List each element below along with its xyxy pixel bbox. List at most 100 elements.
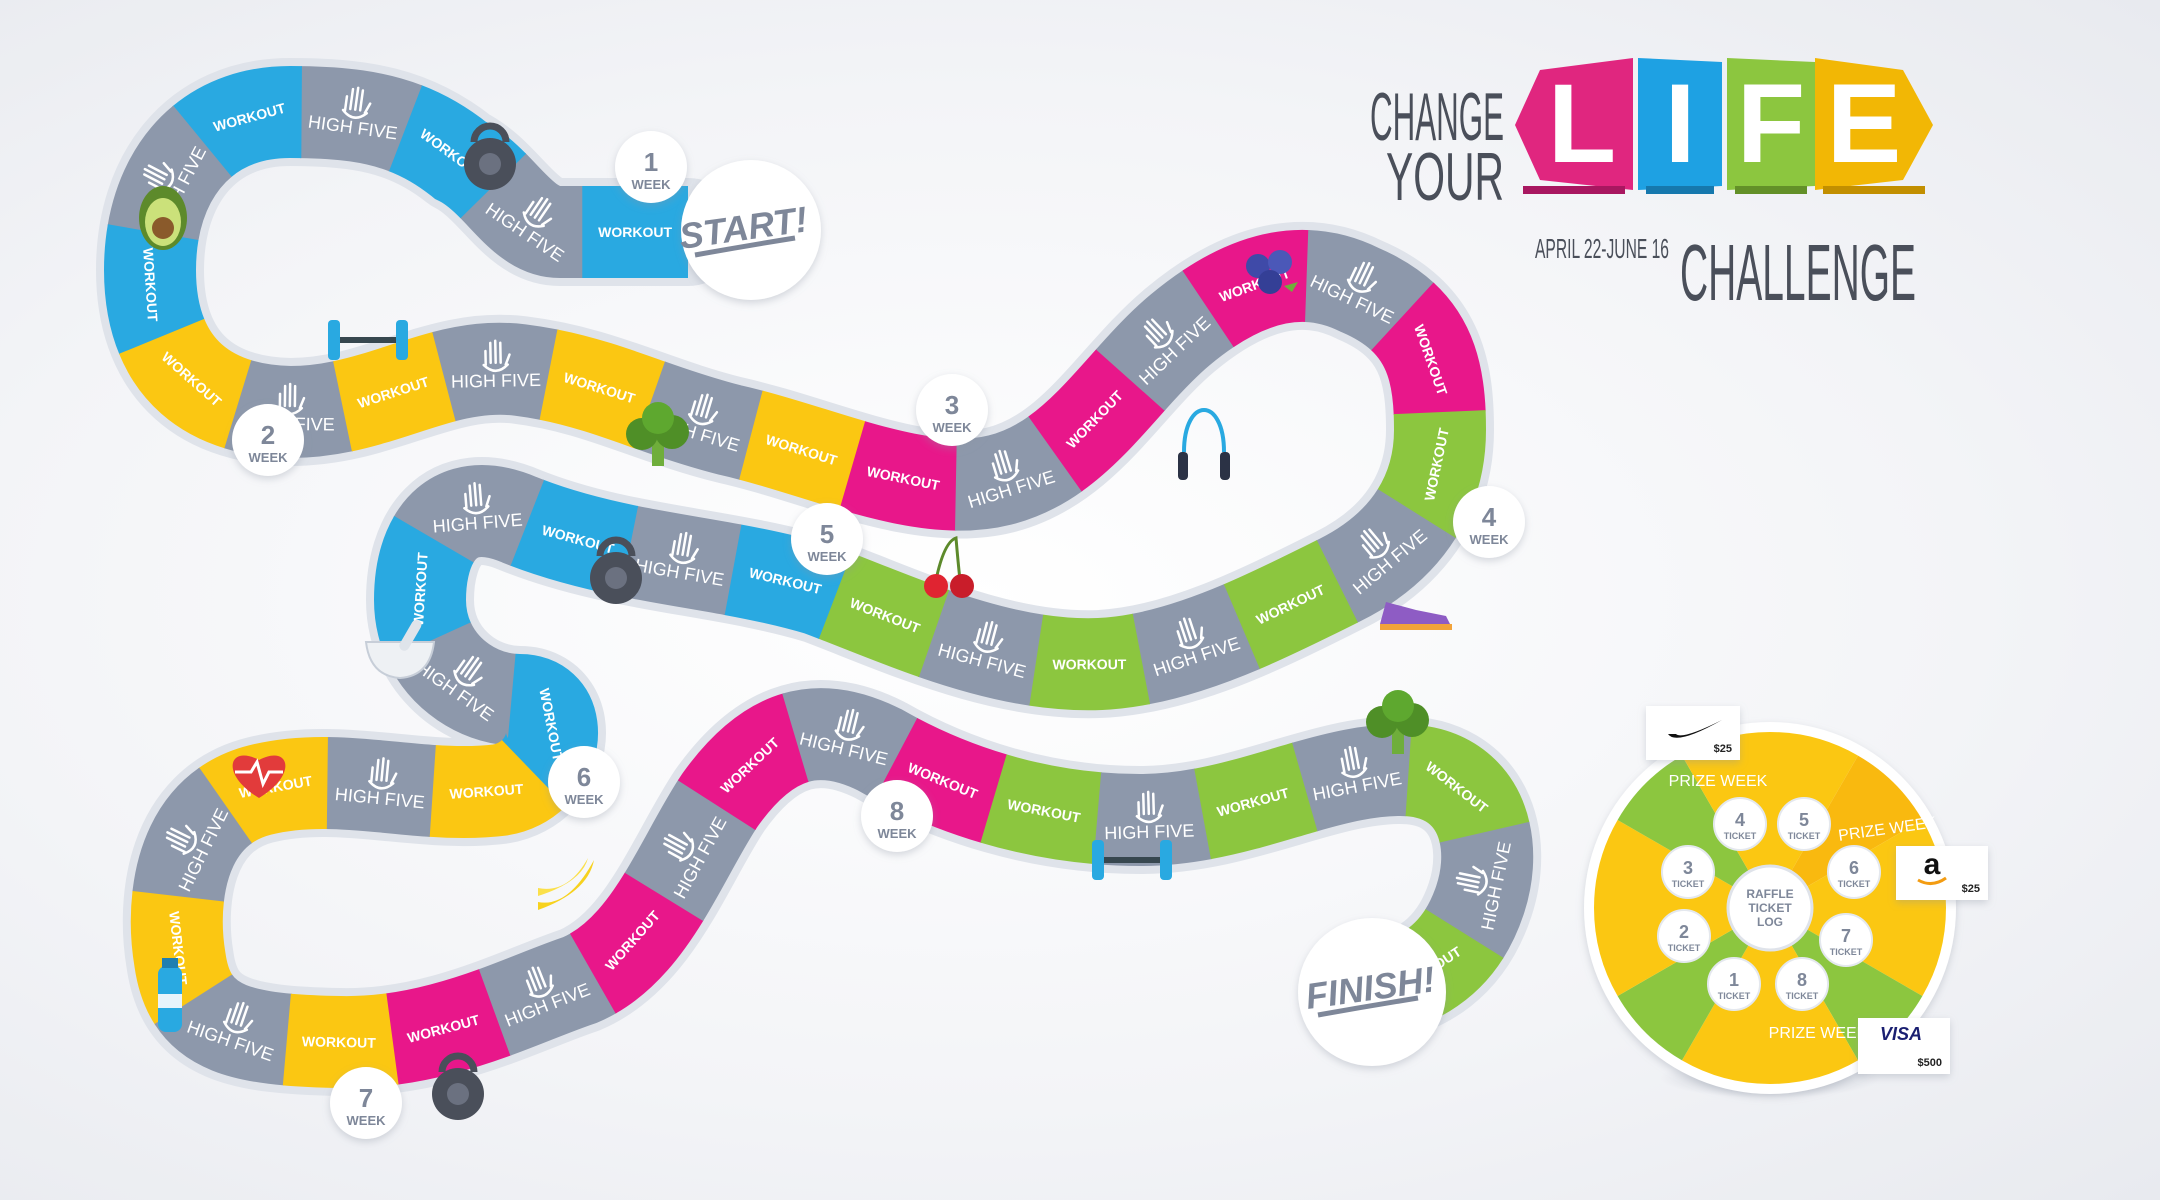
- week-label: WEEK: [249, 450, 289, 465]
- blueberries-icon: [1246, 250, 1298, 294]
- high-five-hand-icon: [143, 161, 175, 193]
- svg-text:I: I: [1664, 61, 1695, 186]
- high-five-text: HIGH FIVE: [451, 370, 541, 392]
- life-letter-f: F: [1727, 58, 1815, 194]
- svg-text:4: 4: [1735, 810, 1745, 830]
- svg-text:1: 1: [1729, 970, 1739, 990]
- track-space-10[interactable]: [103, 65, 1534, 1089]
- workout-space-label: WORKOUT: [1052, 656, 1126, 672]
- svg-text:TICKET: TICKET: [1718, 991, 1751, 1001]
- week-label: WEEK: [878, 826, 918, 841]
- week-number: 2: [261, 420, 275, 450]
- svg-text:E: E: [1827, 61, 1902, 186]
- nike-swoosh-icon: [1668, 720, 1722, 738]
- high-five-hand-icon: [669, 531, 699, 565]
- week-number: 3: [945, 390, 959, 420]
- workout-text: WORKOUT: [140, 247, 161, 322]
- week-number: 1: [644, 147, 658, 177]
- life-letter-l: L: [1515, 58, 1633, 194]
- life-letter-i: I: [1638, 58, 1722, 194]
- track-space-47[interactable]: [103, 65, 1534, 1089]
- heart-rate-icon: [232, 755, 286, 798]
- high-five-hand-icon: [368, 757, 398, 790]
- high-five-hand-icon: [525, 966, 554, 998]
- title-your: YOUR: [1386, 139, 1504, 215]
- prize-card-amazon: a$25: [1896, 846, 1988, 900]
- jump-rope-icon: [1178, 408, 1230, 480]
- high-five-hand-icon: [1360, 528, 1391, 559]
- prize-week-label: PRIZE WEEK: [1669, 773, 1768, 790]
- prize-week-label: PRIZE WEEK: [1769, 1025, 1868, 1042]
- broccoli-icon-2: [1366, 690, 1429, 754]
- high-five-hand-icon: [165, 824, 197, 855]
- workout-space-label: WORKOUT: [302, 1033, 377, 1051]
- high-five-space-label: HIGH FIVE: [451, 339, 541, 392]
- workout-text: WORKOUT: [598, 224, 672, 240]
- high-five-hand-icon: [522, 196, 553, 228]
- svg-text:LOG: LOG: [1757, 915, 1783, 929]
- svg-text:6: 6: [1849, 858, 1859, 878]
- water-bottle-icon: [158, 958, 182, 1032]
- high-five-hand-icon: [453, 655, 483, 687]
- week-number: 7: [359, 1083, 373, 1113]
- week-label: WEEK: [808, 549, 848, 564]
- high-five-hand-icon: [973, 620, 1004, 653]
- svg-text:TICKET: TICKET: [1788, 831, 1821, 841]
- week-label: WEEK: [933, 420, 973, 435]
- amazon-logo: a: [1924, 848, 1941, 881]
- high-five-hand-icon: [991, 449, 1020, 482]
- high-five-text: HIGH FIVE: [1104, 821, 1195, 844]
- title-change: CHANGE: [1370, 79, 1504, 155]
- track-space-30[interactable]: [103, 65, 1534, 1089]
- svg-text:7: 7: [1841, 926, 1851, 946]
- high-five-hand-icon: [276, 382, 306, 416]
- high-five-hand-icon: [1135, 790, 1164, 824]
- finish-space[interactable]: [1298, 918, 1446, 1066]
- title-challenge: CHALLENGE: [1680, 228, 1916, 317]
- svg-text:2: 2: [1679, 922, 1689, 942]
- kettlebell-icon-2: [590, 536, 642, 604]
- visa-logo: VISA: [1880, 1024, 1922, 1044]
- start-space[interactable]: [681, 160, 821, 300]
- kettlebell-icon: [464, 122, 516, 190]
- svg-text:TICKET: TICKET: [1830, 947, 1863, 957]
- avocado-icon: [139, 186, 187, 250]
- svg-text:F: F: [1737, 61, 1805, 186]
- prize-amount: $500: [1918, 1057, 1942, 1069]
- workout-text: WORKOUT: [449, 781, 524, 802]
- high-five-hand-icon: [1346, 261, 1378, 293]
- high-five-hand-icon: [687, 393, 719, 426]
- svg-text:8: 8: [1797, 970, 1807, 990]
- workout-text: WORKOUT: [302, 1033, 377, 1051]
- workout-text: WORKOUT: [1052, 656, 1126, 672]
- prize-card-visa: VISA $500: [1858, 1018, 1950, 1074]
- week-label: WEEK: [565, 792, 605, 807]
- raffle-segment: [1770, 755, 1923, 908]
- week-number: 8: [890, 796, 904, 826]
- banana-icon: [538, 858, 594, 910]
- svg-text:3: 3: [1683, 858, 1693, 878]
- svg-text:TICKET: TICKET: [1724, 831, 1757, 841]
- dumbbell-icon-2: [1092, 840, 1172, 880]
